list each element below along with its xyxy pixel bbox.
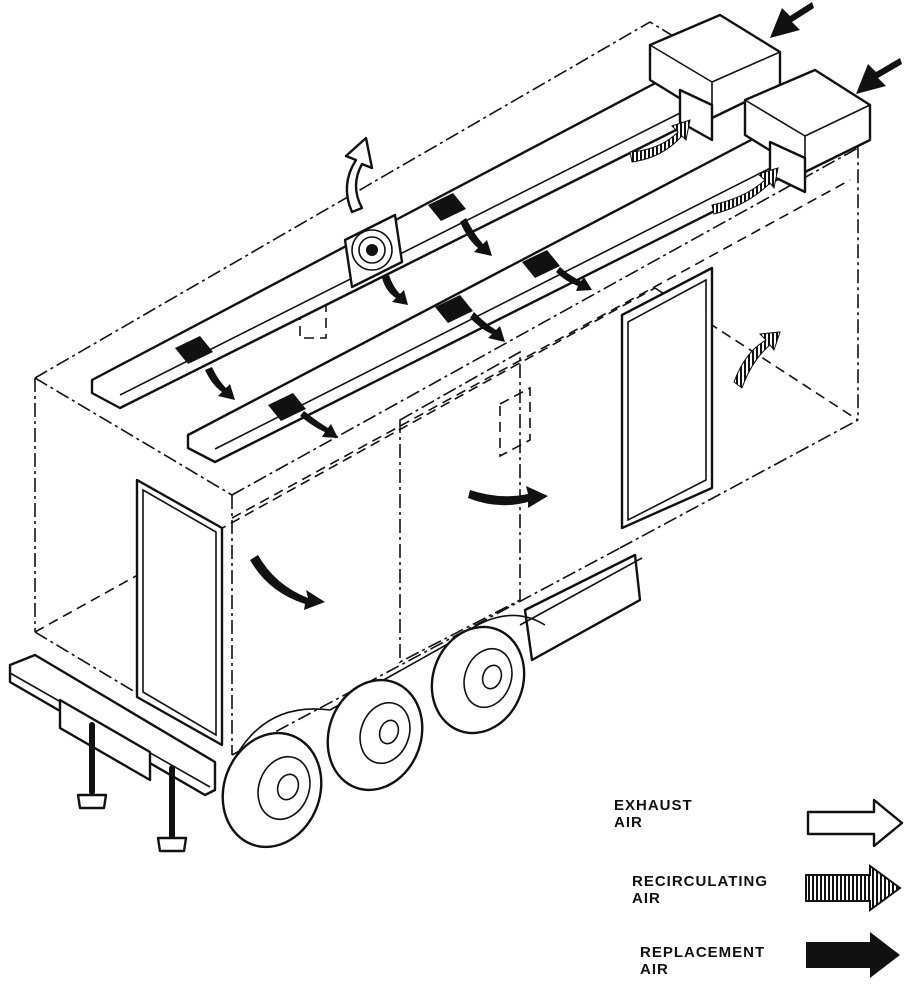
diffusers	[175, 193, 560, 421]
room-air-arrows	[205, 218, 592, 610]
legend-recirculating-label: RECIRCULATING AIR	[632, 873, 768, 907]
wheel-2	[326, 678, 424, 792]
fenders	[224, 614, 546, 781]
legend-exhaust-line2: AIR	[614, 814, 643, 831]
side-panel-center	[399, 350, 521, 664]
supply-air-arrows	[629, 119, 781, 389]
trailer-chassis	[8, 553, 643, 797]
landing-gear	[76, 722, 188, 853]
wheel-1	[221, 731, 323, 849]
legend-replacement-label: REPLACEMENT AIR	[640, 944, 765, 978]
exhaust-air-arrow	[344, 136, 374, 214]
side-door-rear	[620, 266, 714, 530]
ac-unit-1	[648, 13, 782, 142]
legend-exhaust-label: EXHAUST AIR	[614, 797, 693, 831]
legend-recirculating-arrow	[805, 864, 902, 912]
legend-recirculating-line2: AIR	[632, 890, 661, 907]
legend-exhaust-line1: EXHAUST	[614, 797, 693, 814]
legend-recirculating-line1: RECIRCULATING	[632, 873, 769, 890]
side-door-front	[135, 478, 224, 747]
replacement-air-intake-arrows	[770, 2, 902, 94]
legend-replacement-line1: REPLACEMENT	[640, 944, 766, 961]
exhaust-fan	[343, 213, 404, 289]
wheel-3	[430, 625, 526, 735]
legend-replacement-arrow	[806, 932, 900, 978]
legend-exhaust-arrow	[806, 798, 904, 848]
ac-unit-2	[743, 68, 872, 194]
legend-replacement-line2: AIR	[640, 961, 669, 978]
